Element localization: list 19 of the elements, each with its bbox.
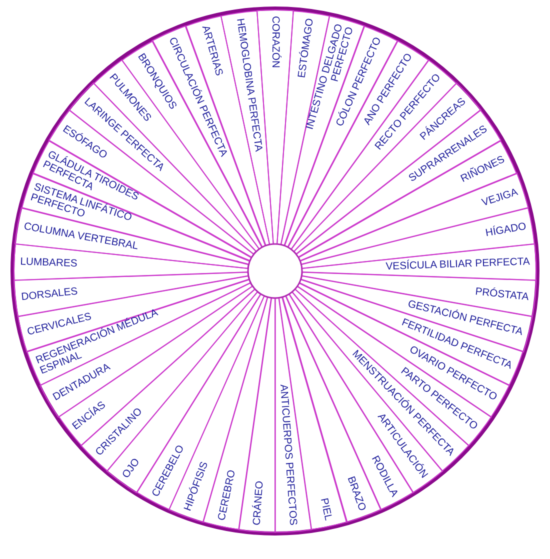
sector-label: VESÍCULA BILIAR PERFECTA xyxy=(386,256,530,273)
wheel-sector xyxy=(238,296,276,533)
wheel-sector xyxy=(300,242,537,282)
wheel-sector xyxy=(274,296,312,533)
sector-label: ESTÓMAGO xyxy=(296,18,316,79)
sector-label: VEJIGA xyxy=(480,186,520,209)
sector-label: CRÁNEO xyxy=(252,480,266,526)
sector-label: LUMBARES xyxy=(20,256,78,270)
sector-label: CORAZÓN xyxy=(269,16,280,68)
wheel-sector xyxy=(278,296,348,530)
sector-label: PIEL xyxy=(318,497,334,522)
sector-label: ANTICUERPOS PERFECTOS xyxy=(277,384,298,526)
sector-label: PRÓSTATA xyxy=(474,286,530,304)
sector-label: CEREBRO xyxy=(216,469,238,522)
sector-label: DORSALES xyxy=(20,286,78,304)
sector-label: HEMOGLOBINA PERFECTA xyxy=(234,18,264,152)
wheel-sector xyxy=(300,206,536,270)
sector-label: HÍGADO xyxy=(484,221,528,240)
sector-label: BRAZO xyxy=(344,475,368,512)
